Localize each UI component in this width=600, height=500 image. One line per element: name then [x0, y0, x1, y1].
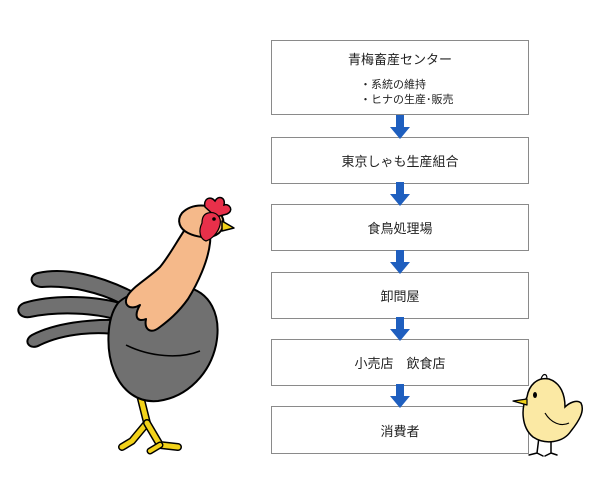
down-arrow-icon [390, 115, 410, 139]
chick-illustration [512, 373, 583, 457]
step-label: 消費者 [380, 424, 420, 440]
step-label: 卸問屋 [380, 290, 420, 305]
step-box-consumer: 消費者 [271, 406, 529, 454]
step-box-wholesaler: 卸問屋 [271, 272, 529, 319]
step-detail: ・ヒナの生産･販売 [360, 93, 454, 106]
down-arrow-icon [390, 250, 410, 274]
step-box-breeding-center: 青梅畜産センター ・系統の維持 ・ヒナの生産･販売 [271, 40, 529, 115]
step-label: 東京しゃも生産組合 [341, 155, 459, 170]
step-label: 食鳥処理場 [367, 222, 433, 237]
step-box-processing-plant: 食鳥処理場 [271, 204, 529, 251]
step-label: 小売店 飲食店 [354, 357, 446, 372]
step-label: 青梅畜産センター [347, 53, 452, 68]
down-arrow-icon [390, 384, 410, 408]
down-arrow-icon [390, 317, 410, 341]
down-arrow-icon [390, 182, 410, 206]
step-detail: ・系統の維持 [360, 78, 426, 91]
step-box-producers-union: 東京しゃも生産組合 [271, 137, 529, 184]
step-box-retail-restaurant: 小売店 飲食店 [271, 339, 529, 386]
rooster-illustration [17, 196, 235, 455]
step-details: ・系統の維持 ・ヒナの生産･販売 [272, 77, 528, 107]
